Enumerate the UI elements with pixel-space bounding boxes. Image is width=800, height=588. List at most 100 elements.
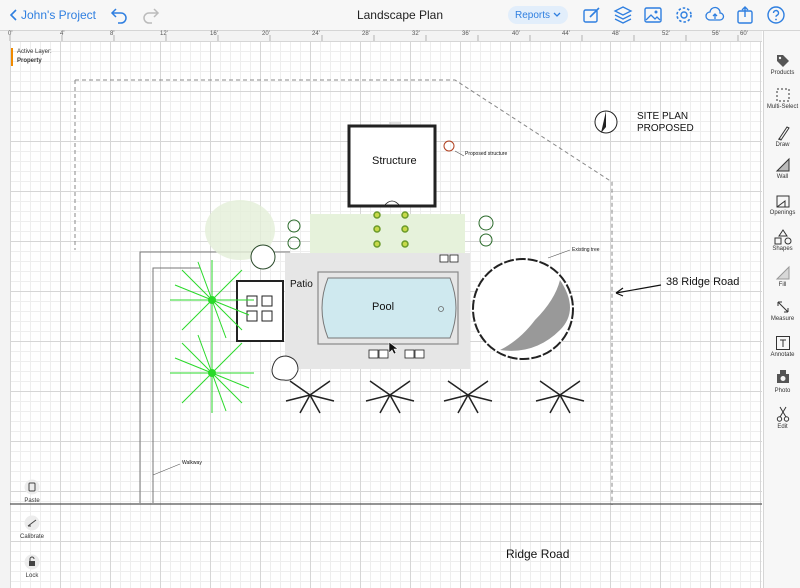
- fill-icon: [775, 265, 789, 280]
- products-label: Products: [770, 70, 795, 76]
- measure-label: Measure: [770, 316, 795, 322]
- ruler-tick: 0': [8, 31, 13, 37]
- palm-tree: [170, 260, 254, 340]
- ruler-tick: 28': [362, 31, 370, 37]
- address-label: 38 Ridge Road: [666, 276, 740, 288]
- calibrate-icon: [24, 515, 40, 531]
- reports-button[interactable]: Reports: [508, 6, 568, 24]
- shrub: [443, 140, 455, 152]
- patio-label: Patio: [290, 279, 313, 290]
- layer-name-text: Property: [17, 58, 42, 64]
- edit-label: Edit: [777, 424, 788, 430]
- chevron-down-icon: [553, 12, 561, 17]
- ruler-tick: 20': [262, 31, 270, 37]
- draw-label: Draw: [775, 142, 790, 148]
- ruler-tick: 32': [412, 31, 420, 37]
- reports-label: Reports: [514, 9, 550, 21]
- fill-tool[interactable]: Fill: [764, 265, 800, 288]
- active-layer-name: Property: [17, 57, 52, 66]
- pointer-cursor-icon: [388, 341, 398, 355]
- address-arrow: [615, 284, 662, 294]
- project-name: John's Project: [21, 8, 96, 22]
- cycad-row: [285, 380, 585, 414]
- fill-label: Fill: [778, 282, 787, 288]
- plan-canvas[interactable]: Structure Proposed structure Pool Patio …: [10, 41, 762, 588]
- ruler-tick: 48': [612, 31, 620, 37]
- paste-label: Paste: [24, 498, 40, 504]
- products-tool[interactable]: Products: [764, 53, 800, 76]
- ruler-tick: 4': [60, 31, 65, 37]
- ruler-tick: 36': [462, 31, 470, 37]
- tree-small: [250, 244, 276, 270]
- ruler-tick: 12': [160, 31, 168, 37]
- back-button[interactable]: John's Project: [10, 8, 96, 22]
- wall-label: Wall: [776, 174, 789, 180]
- tree-shadow: [500, 280, 570, 351]
- site-plan-title: SITE PLAN PROPOSED: [637, 111, 694, 135]
- photo-tool[interactable]: Photo: [764, 369, 800, 394]
- edit-tool[interactable]: Edit: [764, 405, 800, 430]
- paste-tool[interactable]: Paste: [16, 478, 48, 504]
- pool-coping: [317, 271, 459, 345]
- multi-select-tool[interactable]: Multi-Select: [764, 87, 800, 110]
- lock-icon: [24, 554, 40, 570]
- existing-tree-note: Existing tree: [572, 247, 600, 253]
- chevron-left-icon: [10, 9, 17, 21]
- calibrate-tool[interactable]: Calibrate: [16, 514, 48, 540]
- multi-select-icon: [776, 88, 789, 102]
- redo-icon[interactable]: [140, 5, 160, 25]
- multi-select-label: Multi-Select: [766, 104, 799, 110]
- shapes-tool[interactable]: Shapes: [764, 229, 800, 252]
- lawn-fill: [310, 214, 465, 254]
- camera-icon: [776, 370, 789, 383]
- ruler-tick: 40': [512, 31, 520, 37]
- scissors-icon: [776, 406, 789, 422]
- wall-tool[interactable]: Wall: [764, 157, 800, 180]
- measure-icon: [777, 301, 788, 313]
- ruler-tick: 24': [312, 31, 320, 37]
- lock-tool[interactable]: Lock: [16, 553, 48, 579]
- ruler-tick: 44': [562, 31, 570, 37]
- image-icon[interactable]: [643, 5, 663, 25]
- shapes-label: Shapes: [772, 246, 793, 252]
- site-plan-line2: PROPOSED: [637, 123, 694, 134]
- undo-icon[interactable]: [110, 5, 130, 25]
- cloud-upload-icon[interactable]: [705, 5, 725, 25]
- plan-drawing: [10, 79, 762, 505]
- pencil-icon: [777, 126, 790, 141]
- openings-label: Openings: [769, 210, 796, 216]
- settings-gear-icon[interactable]: [674, 5, 694, 25]
- help-icon[interactable]: [766, 5, 786, 25]
- calibrate-label: Calibrate: [19, 534, 44, 540]
- ruler-tick: 52': [662, 31, 670, 37]
- walkway-inner: [152, 267, 200, 503]
- lawn-fill: [205, 200, 275, 260]
- openings-icon: [776, 195, 789, 208]
- boulder: [271, 355, 299, 381]
- ruler-tick: 16': [210, 31, 218, 37]
- site-plan-line1: SITE PLAN: [637, 111, 689, 122]
- ruler-tick: 56': [712, 31, 720, 37]
- share-icon[interactable]: [735, 5, 755, 25]
- active-layer-indicator[interactable]: Active Layer: Property: [11, 48, 52, 66]
- structure-label: Structure: [372, 155, 417, 167]
- paste-icon: [24, 479, 40, 495]
- edit-note-icon[interactable]: [582, 5, 602, 25]
- palm-tree: [170, 333, 254, 413]
- tag-icon: [776, 55, 789, 67]
- annotate-tool[interactable]: Annotate: [764, 335, 800, 358]
- property-boundary: [75, 79, 613, 505]
- structure-note: Proposed structure: [465, 151, 508, 157]
- measure-tool[interactable]: Measure: [764, 299, 800, 322]
- tool-sidebar: Products Multi-Select Draw Wall Openings…: [763, 31, 800, 588]
- draw-tool[interactable]: Draw: [764, 123, 800, 148]
- layers-icon[interactable]: [613, 5, 633, 25]
- photo-label: Photo: [774, 388, 791, 394]
- shapes-icon: [774, 229, 791, 245]
- annotate-label: Annotate: [770, 352, 795, 358]
- ruler-tick: 60': [740, 31, 748, 37]
- wall-icon: [775, 157, 789, 172]
- openings-tool[interactable]: Openings: [764, 193, 800, 216]
- lock-label: Lock: [25, 573, 39, 579]
- pool-water: [321, 277, 457, 339]
